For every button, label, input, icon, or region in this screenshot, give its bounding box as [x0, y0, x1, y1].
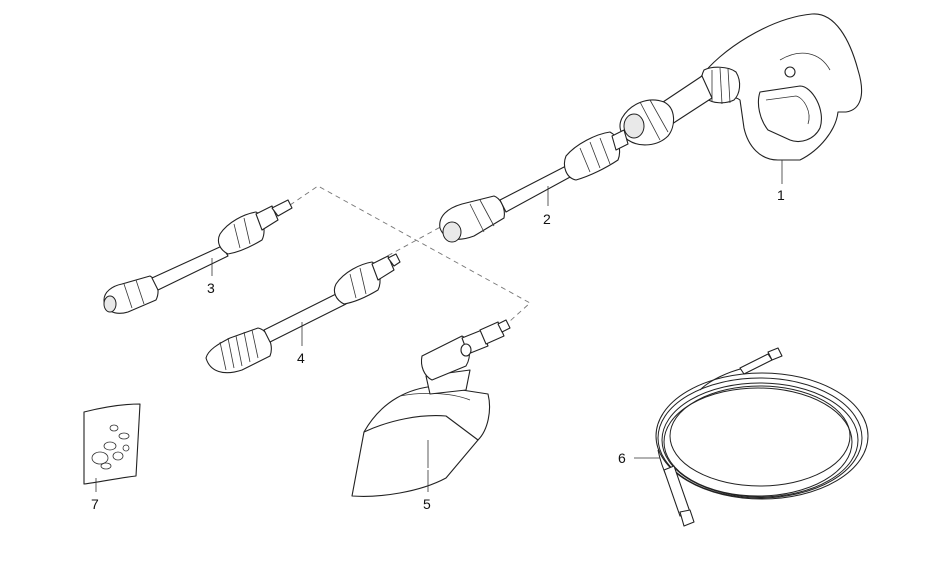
callout-7: 7	[91, 496, 99, 512]
part-2-spray-lance	[439, 129, 629, 243]
callout-5: 5	[423, 496, 431, 512]
part-3-lance-adapter	[103, 199, 293, 314]
callout-6: 6	[618, 450, 626, 466]
part-6-hose	[634, 347, 869, 527]
assembly-guide-lines	[289, 185, 531, 331]
callout-2: 2	[543, 211, 551, 227]
callout-3: 3	[207, 280, 215, 296]
callout-1: 1	[777, 187, 785, 203]
part-1-trigger-gun	[619, 13, 863, 161]
part-4-lance-dirt-blaster	[205, 253, 401, 374]
callout-4: 4	[297, 350, 305, 366]
part-7-seal-kit	[83, 403, 141, 492]
part-5-foam-nozzle	[351, 319, 511, 497]
